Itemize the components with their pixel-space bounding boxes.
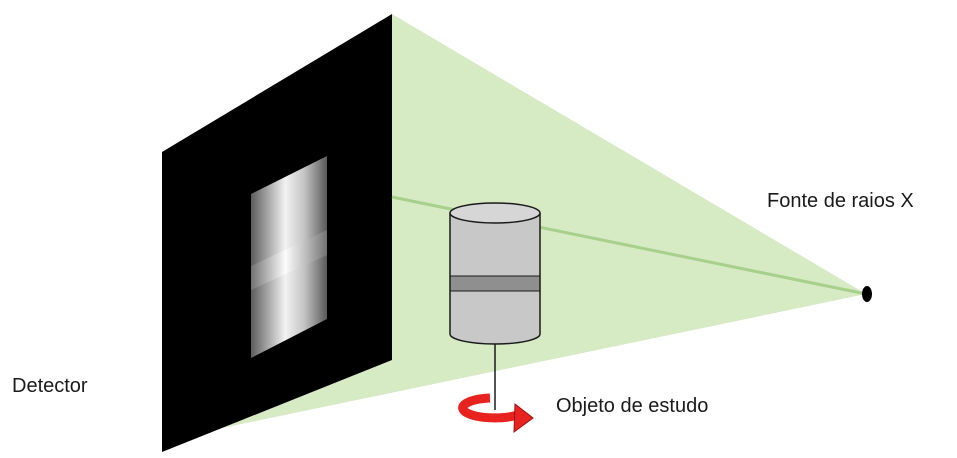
object-label: Objeto de estudo bbox=[556, 395, 709, 417]
detector-label: Detector bbox=[12, 375, 88, 397]
rotation-arrow-icon bbox=[458, 393, 534, 434]
projection-image bbox=[251, 156, 327, 358]
study-object-cylinder bbox=[449, 202, 541, 345]
xray-source-point bbox=[862, 286, 872, 302]
source-label: Fonte de raios X bbox=[767, 190, 914, 212]
